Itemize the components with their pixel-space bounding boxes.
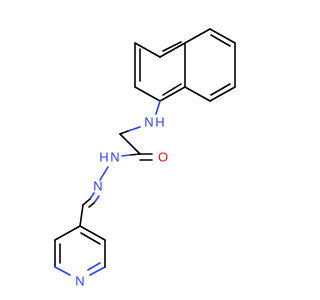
bond-double-inner [162,83,182,96]
amine-linker [119,100,161,135]
bond [134,86,161,102]
bond [209,86,236,102]
imine-nitrogen-label: N [93,179,102,194]
naphthalene-ring-right [184,28,236,102]
bond-double-inner [210,34,231,47]
naphthalene-ring-left [134,41,186,102]
bond [159,42,186,58]
bond-double-inner [87,262,101,271]
bond-c-nh-n [121,154,131,157]
bond-n-ch [82,198,91,206]
bond [184,86,211,102]
bond [54,266,71,276]
bond-n-ch-double [88,202,95,208]
bond-n-ch-n [89,192,95,200]
hydrazide-chain [79,133,153,227]
bond-double-inner [210,83,231,96]
bond-c-nh [129,153,141,156]
bond-ch-ring [79,204,84,227]
bond [159,86,186,102]
bond [79,225,106,241]
molecule-structure-diagram: N H O H N N N [54,28,236,289]
carbonyl-oxygen-label: O [158,150,168,165]
bond-double-inner [80,232,101,245]
atom-label-amine-nh: N H [144,115,164,130]
pyridine-ring [54,225,106,276]
bond-ch2-c [119,133,141,155]
bond-double-inner [162,41,182,52]
pyridine-nitrogen-label: N [75,274,84,289]
bond [184,28,211,44]
bond-n-ch-double-n [93,195,100,204]
bond [89,266,106,276]
bond [54,225,81,241]
hydrazide-n-label: N [110,150,119,165]
bond-n-ch2 [127,126,141,132]
amine-n-label: N [144,115,153,130]
bond [134,42,161,58]
amine-h-label: H [155,115,164,130]
hydrazide-h-label: H [99,150,108,165]
bond-nh-n [99,166,109,181]
bond-c-n [155,100,161,115]
bond-n-ch2-black [119,130,129,135]
bond [209,28,236,44]
atom-label-hydrazide-nh: H N [99,150,119,165]
